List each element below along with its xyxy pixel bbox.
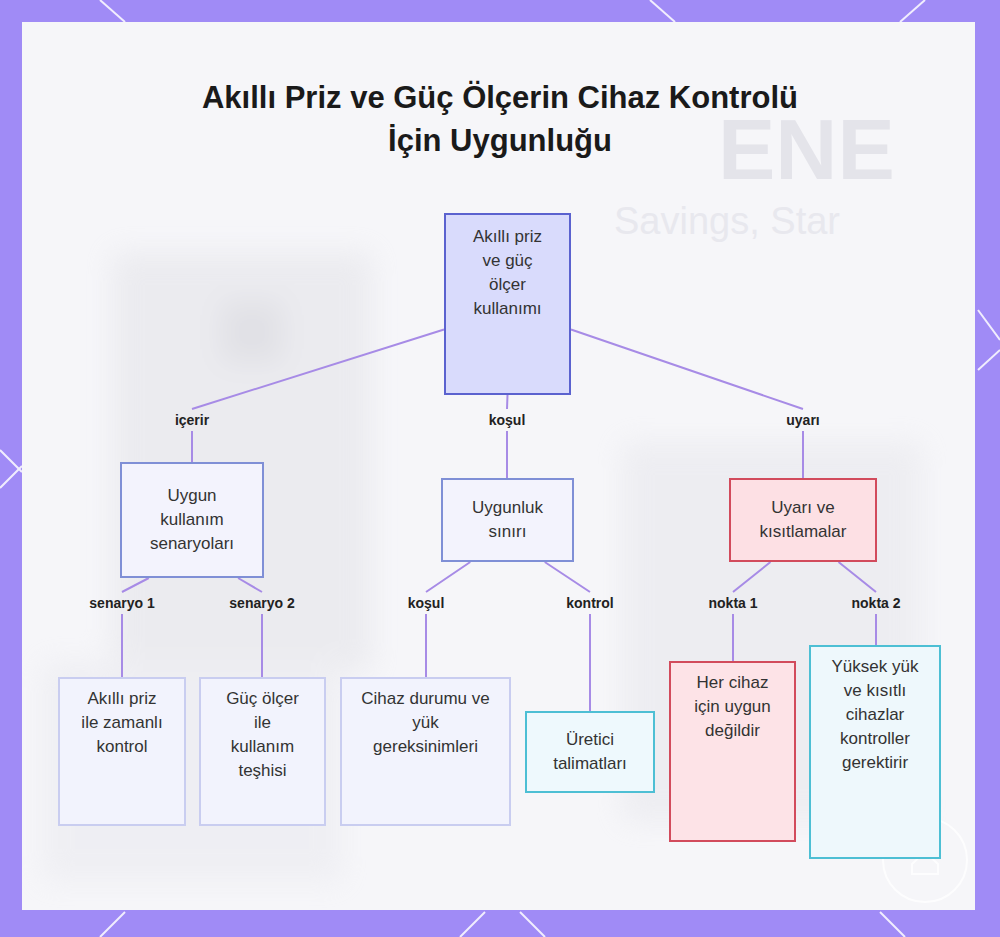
process-box: Yüksek yük ve kısıtlı cihazlar kontrolle… — [809, 645, 941, 859]
watermark-text: Savings, Star — [614, 200, 840, 243]
edge-label: senaryo 1 — [86, 595, 157, 611]
node-text: Akıllı priz ve güç ölçer kullanımı — [462, 225, 553, 321]
edge-label: uyarı — [783, 412, 822, 428]
process-box: Cihaz durumu ve yük gereksinimleri — [340, 677, 511, 826]
node-text: Uygunluk sınırı — [457, 496, 558, 544]
connector-line — [192, 329, 444, 462]
connector-line — [426, 562, 470, 677]
process-box: Güç ölçer ile kullanım teşhisi — [199, 677, 326, 826]
edge-label: kontrol — [563, 595, 616, 611]
node-text: Uygun kullanım senaryoları — [134, 484, 250, 556]
edge-label: koşul — [486, 412, 529, 428]
edge-label: senaryo 2 — [226, 595, 297, 611]
edge-label: nokta 2 — [848, 595, 903, 611]
node-text: Akıllı priz ile zamanlı kontrol — [80, 687, 164, 759]
edge-label: içerir — [172, 412, 212, 428]
connector-line — [733, 562, 770, 661]
connector-line — [571, 329, 803, 478]
process-box: Uygun kullanım senaryoları — [120, 462, 264, 578]
edge-label: koşul — [405, 595, 448, 611]
connector-line — [506, 395, 509, 478]
process-box: Her cihaz için uygun değildir — [669, 661, 796, 842]
process-box: Uyarı ve kısıtlamalar — [729, 478, 877, 562]
node-text: Cihaz durumu ve yük gereksinimleri — [358, 687, 493, 759]
node-text: Her cihaz için uygun değildir — [689, 671, 776, 743]
connector-line — [238, 578, 262, 677]
edge-label: nokta 1 — [705, 595, 760, 611]
process-box: Üretici talimatları — [525, 711, 655, 793]
node-text: Üretici talimatları — [539, 728, 641, 776]
node-text: Güç ölçer ile kullanım teşhisi — [223, 687, 302, 783]
connector-line — [122, 578, 149, 677]
process-box: Akıllı priz ve güç ölçer kullanımı — [444, 213, 571, 395]
node-text: Yüksek yük ve kısıtlı cihazlar kontrolle… — [825, 655, 925, 775]
process-box: Akıllı priz ile zamanlı kontrol — [58, 677, 186, 826]
node-text: Uyarı ve kısıtlamalar — [747, 496, 859, 544]
diagram-title: Akıllı Priz ve Güç Ölçerin Cihaz Kontrol… — [200, 76, 800, 162]
connector-line — [545, 562, 590, 711]
process-box: Uygunluk sınırı — [441, 478, 574, 562]
